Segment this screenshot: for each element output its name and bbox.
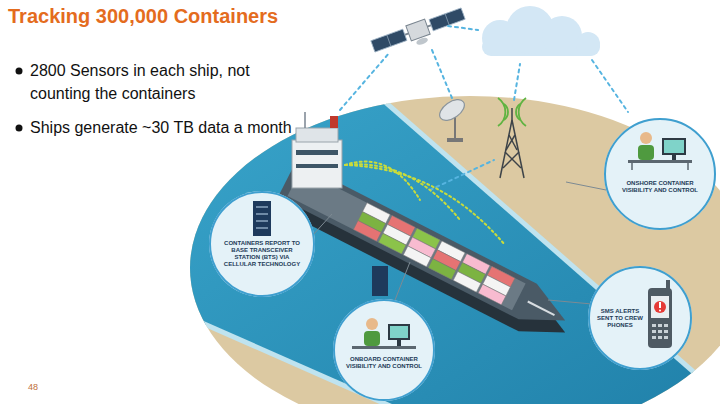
satellite: [370, 6, 468, 60]
signal-waves: [498, 98, 526, 126]
circle-border: [210, 192, 314, 296]
satellite-dish: [436, 95, 468, 142]
circle-border: [589, 267, 691, 369]
info-circle: ONBOARD CONTAINER VISIBILITY AND CONTROL: [333, 299, 435, 401]
cloud: [482, 6, 600, 56]
desk-icon: [628, 132, 692, 170]
bullet-dot: [16, 125, 23, 132]
label-box: 2800 Sensors in each ship, not counting …: [30, 59, 280, 105]
circle-text-box: SMS ALERTS SENT TO CREW PHONES: [596, 308, 644, 329]
slide-title: Tracking 300,000 Containers: [8, 5, 278, 28]
circle-caption: SMS ALERTS SENT TO CREW PHONES: [596, 308, 644, 329]
info-circle: CONTAINERS REPORT TO BASE TRANSCEIVER ST…: [209, 191, 315, 297]
circle-caption: ONSHORE CONTAINER VISIBILITY AND CONTROL: [618, 180, 702, 194]
label-box: Ships generate ~30 TB data a month: [30, 116, 360, 139]
circle-fill: [209, 118, 716, 401]
leader-line: [312, 182, 606, 304]
server-icon: [253, 201, 271, 236]
circle-caption: CONTAINERS REPORT TO BASE TRANSCEIVER ST…: [221, 240, 303, 268]
circle-text-box: ONSHORE CONTAINER VISIBILITY AND CONTROL: [618, 180, 702, 194]
title-box: Tracking 300,000 Containers: [8, 5, 278, 28]
bullet-text: 2800 Sensors in each ship, not counting …: [30, 59, 280, 105]
circle-outline: [333, 299, 435, 401]
circle-text-box: CONTAINERS REPORT TO BASE TRANSCEIVER ST…: [221, 240, 303, 268]
label-box: 48: [28, 382, 68, 393]
circle-border: [334, 300, 434, 400]
circle-border: [605, 119, 715, 229]
bullet-text: Ships generate ~30 TB data a month: [30, 116, 360, 139]
desk-icon: [352, 318, 416, 349]
ship-bridge: [292, 112, 342, 188]
info-circle: ONSHORE CONTAINER VISIBILITY AND CONTROL: [604, 118, 716, 230]
circle-outline: [604, 118, 716, 230]
info-circle: SMS ALERTS SENT TO CREW PHONES: [588, 266, 692, 370]
server-rack: [372, 266, 388, 296]
circle-text-box: ONBOARD CONTAINER VISIBILITY AND CONTROL: [345, 356, 423, 370]
circle-caption: ONBOARD CONTAINER VISIBILITY AND CONTROL: [345, 356, 423, 370]
slide-number: 48: [28, 382, 68, 393]
phone-icon: [648, 280, 672, 348]
bullet-dot: [16, 68, 23, 75]
container-link: [345, 162, 505, 245]
